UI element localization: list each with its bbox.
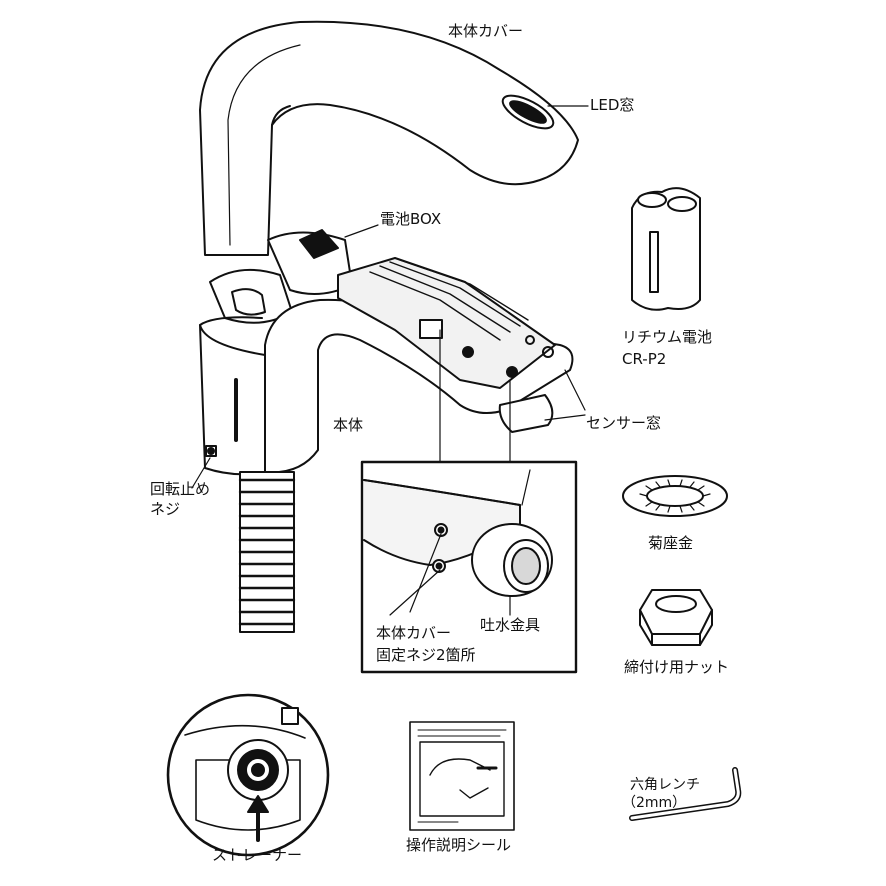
main-body-shape [199,316,266,476]
label-lithium-battery-model: CR-P2 [622,350,667,368]
label-sensor-window: センサー窓 [586,414,662,432]
flexible-hose-shape [238,471,296,633]
label-cover-fixing-screws-1: 本体カバー [376,624,452,642]
label-main-body: 本体 [333,416,364,434]
label-strainer: ストレーナー [212,846,303,864]
operation-sticker-shape [409,721,515,831]
label-lithium-battery-name: リチウム電池 [622,328,713,346]
label-spout-fitting: 吐水金具 [480,616,541,634]
body-cover-shape [199,20,579,256]
spout-body-shape [264,257,586,474]
hex-wrench-shape [629,767,742,821]
label-hex-wrench-2: （2mm） [622,795,687,811]
label-operation-sticker: 操作説明シール [406,836,512,854]
label-rotation-stop-screw-2: ネジ [150,500,181,518]
chrysanthemum-washer-shape [622,475,728,517]
label-body-cover: 本体カバー [448,22,524,40]
strainer-closeup-shape [166,693,330,857]
label-tightening-nut: 締付け用ナット [624,658,730,676]
label-rotation-stop-screw-1: 回転止め [150,480,211,498]
battery-box-shape [209,224,379,324]
label-cover-fixing-screws-2: 固定ネジ2箇所 [376,646,476,664]
spout-zoom-inset [360,460,578,674]
led-window-shape [501,94,589,130]
label-led-window: LED窓 [590,96,635,114]
hex-nut-shape [639,589,713,646]
label-hex-wrench-1: 六角レンチ [630,777,700,793]
label-battery-box: 電池BOX [380,210,442,228]
lithium-battery-shape [631,187,701,311]
label-chrysanthemum-washer: 菊座金 [648,534,694,552]
